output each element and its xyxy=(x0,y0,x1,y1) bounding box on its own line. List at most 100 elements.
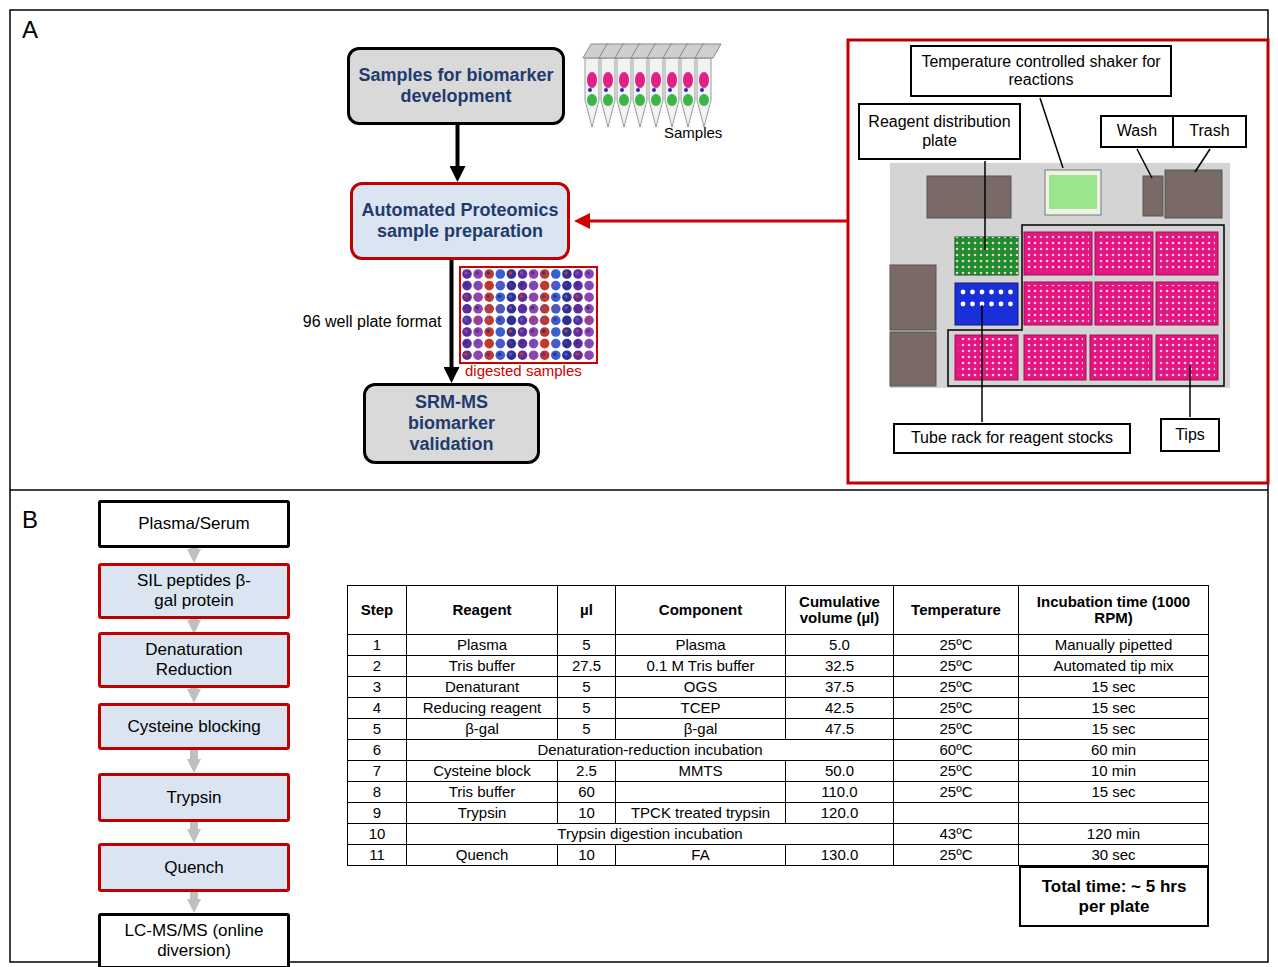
tube xyxy=(697,58,711,127)
table-text: 8 xyxy=(371,784,383,801)
rack-hole xyxy=(961,290,966,295)
well xyxy=(507,292,517,302)
table-cell: 5 xyxy=(557,634,616,656)
table-text: Cysteine block xyxy=(431,763,533,780)
well xyxy=(562,281,572,291)
tip-holes xyxy=(1098,235,1150,272)
well xyxy=(584,327,594,337)
rack-hole xyxy=(961,302,966,307)
table-text: 25ºC xyxy=(938,658,975,675)
well-dot xyxy=(542,306,546,310)
tube-content xyxy=(683,94,693,106)
well-dot xyxy=(475,329,479,333)
table-cell: 8 xyxy=(347,781,407,803)
table-cell: 7 xyxy=(347,760,407,782)
table-text: 25ºC xyxy=(938,721,975,738)
tube-content xyxy=(635,72,645,88)
table-cell: FA xyxy=(615,844,786,866)
well-dot xyxy=(542,294,546,298)
tube-content xyxy=(635,94,645,106)
well xyxy=(496,316,506,326)
table-cell: 15 sec xyxy=(1018,781,1209,803)
well-dot xyxy=(542,329,546,333)
process-box: Automated Proteomics sample preparation xyxy=(350,182,570,260)
table-cell: 4 xyxy=(347,697,407,719)
plate-wells xyxy=(462,269,594,360)
table-text: Denaturation-reduction incubation xyxy=(535,742,764,759)
well xyxy=(529,281,539,291)
leader-line xyxy=(981,305,983,422)
well-dot xyxy=(531,283,535,287)
table-cell: 120 min xyxy=(1018,823,1209,845)
table-cell: Trypsin digestion incubation xyxy=(406,823,894,845)
well-dot xyxy=(586,271,590,275)
well xyxy=(507,269,517,279)
tip-holes xyxy=(1027,338,1083,377)
table-text: Automated tip mix xyxy=(1051,658,1175,675)
table-cell: Denaturant xyxy=(406,676,558,698)
well-dot xyxy=(553,283,557,287)
well xyxy=(496,281,506,291)
table-cell: 2 xyxy=(347,655,407,677)
well-dot xyxy=(520,318,524,322)
well xyxy=(473,269,483,279)
table-text: 3 xyxy=(371,679,383,696)
well xyxy=(584,350,594,360)
table-text: 43ºC xyxy=(938,826,975,843)
well-dot xyxy=(531,352,535,356)
well-dot xyxy=(498,306,502,310)
well xyxy=(584,339,594,349)
well xyxy=(584,304,594,314)
table-cell: 37.5 xyxy=(785,676,894,698)
process-box: Samples for biomarker development xyxy=(347,47,565,125)
well-dot xyxy=(564,271,568,275)
tip-holes xyxy=(1159,285,1215,322)
tips-outline xyxy=(948,225,1224,386)
table-text: 5 xyxy=(371,721,383,738)
table-cell: 43ºC xyxy=(893,823,1019,845)
node-text: Trash xyxy=(1189,122,1229,140)
table-text: 120.0 xyxy=(819,805,861,822)
well xyxy=(551,304,561,314)
tube xyxy=(665,58,679,127)
tube xyxy=(681,58,695,127)
well xyxy=(584,281,594,291)
table-text: 7 xyxy=(371,763,383,780)
node-text: Tube rack for reagent stocks xyxy=(911,429,1113,447)
flow-arrow xyxy=(190,548,198,549)
callout-box: Tube rack for reagent stocks xyxy=(893,423,1131,454)
well xyxy=(573,304,583,314)
well xyxy=(462,327,472,337)
well-dot xyxy=(575,271,579,275)
well-dot xyxy=(464,341,468,345)
table-cell xyxy=(615,781,786,803)
well-dot xyxy=(586,283,590,287)
table-text: 10 xyxy=(367,826,388,843)
well-dot xyxy=(542,341,546,345)
callout-box: Wash xyxy=(1100,115,1174,148)
well xyxy=(551,281,561,291)
rack-hole xyxy=(970,290,975,295)
tube-content xyxy=(636,88,640,92)
table-cell: 1 xyxy=(347,634,407,656)
well-dot xyxy=(531,271,535,275)
tip-box xyxy=(1024,282,1092,325)
well xyxy=(573,327,583,337)
step-box: Trypsin xyxy=(98,773,290,822)
table-text: 60ºC xyxy=(938,742,975,759)
tip-holes xyxy=(1027,285,1089,322)
tube-rack xyxy=(955,283,1018,325)
table-cell xyxy=(1018,802,1209,824)
well-dot xyxy=(520,306,524,310)
rack-hole xyxy=(1008,302,1013,307)
wash-station xyxy=(1143,176,1163,216)
well-dot xyxy=(486,352,490,356)
deck-panel xyxy=(848,40,1268,483)
node-text: Samples for biomarker development xyxy=(358,65,554,106)
table-text: Tris buffer xyxy=(447,658,518,675)
tube-content xyxy=(619,94,629,106)
table-cell: β-gal xyxy=(615,718,786,740)
step-box: Cysteine blocking xyxy=(98,703,290,750)
table-text: Reducing reagent xyxy=(421,700,543,717)
table-cell: 25ºC xyxy=(893,760,1019,782)
